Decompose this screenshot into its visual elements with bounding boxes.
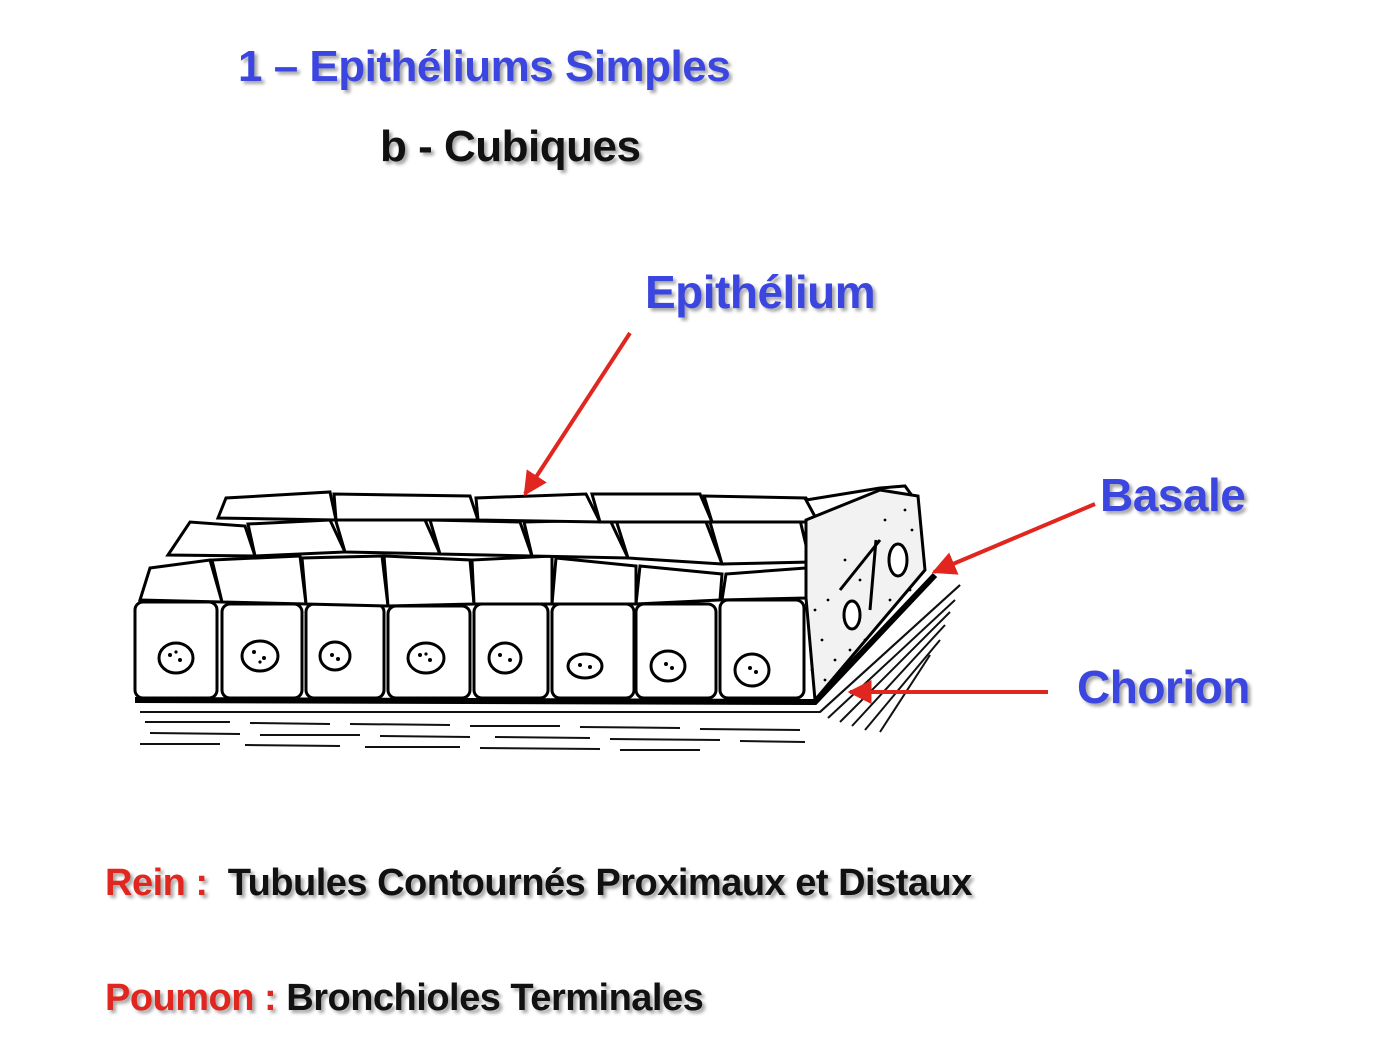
example-row-poumon: Poumon : Bronchioles Terminales [105, 977, 704, 1020]
nucleus [842, 599, 862, 631]
chromatin [168, 650, 758, 674]
example-row-rein: Rein : Tubules Contournés Proximaux et D… [105, 862, 972, 905]
nucleus [157, 641, 195, 675]
label-chorion: Chorion [1077, 661, 1250, 713]
stippling [810, 508, 914, 682]
organ-name: Poumon : [105, 977, 277, 1019]
nucleus [406, 641, 446, 675]
arrow-basale [931, 502, 1096, 575]
cell [634, 602, 718, 700]
organ-description: Tubules Contournés Proximaux et Distaux [227, 862, 973, 904]
nucleus [487, 641, 523, 675]
slide-title: 1 – Epithéliums Simples [238, 42, 731, 91]
cell-apices [137, 484, 920, 608]
cell-row-front [133, 598, 806, 700]
nuclei [157, 639, 771, 688]
nucleus [566, 652, 604, 680]
side-section [804, 488, 927, 704]
nucleus [649, 649, 687, 683]
annotation-arrows [523, 331, 1096, 704]
organ-description: Bronchioles Terminales [286, 977, 704, 1019]
cell [550, 602, 636, 700]
nucleus [887, 542, 909, 578]
nucleus [318, 640, 352, 672]
chorion-tissue [140, 584, 961, 751]
slide-subtitle: b - Cubiques [380, 122, 641, 171]
nucleus [733, 652, 771, 688]
nucleus [240, 639, 280, 673]
organ-name: Rein : [105, 862, 208, 904]
label-basale: Basale [1100, 469, 1246, 521]
label-epithelium: Epithélium [645, 266, 876, 318]
arrow-epithelium [523, 331, 632, 497]
